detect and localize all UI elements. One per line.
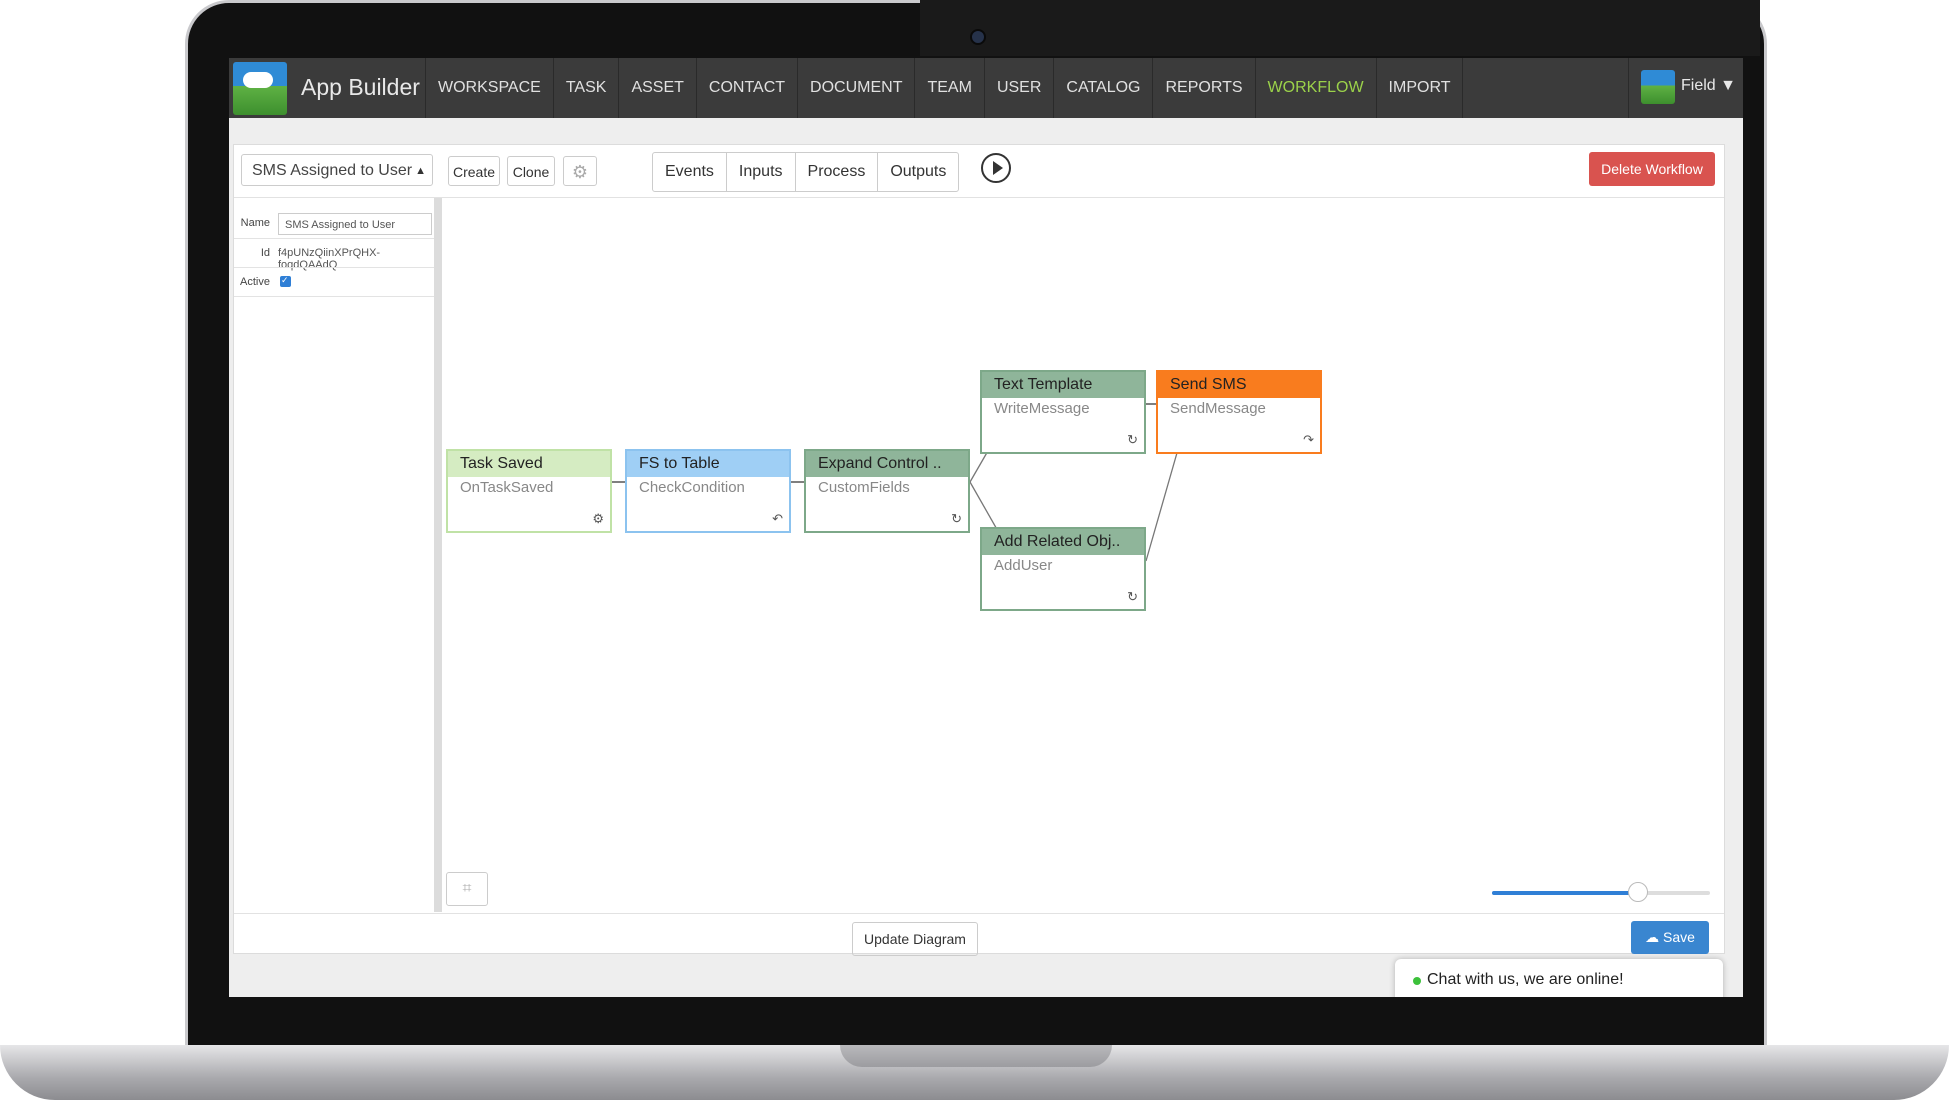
active-label: Active [240,276,270,288]
node-title: Text Template [982,372,1144,398]
node-fs-to-table[interactable]: FS to Table CheckCondition ↶ [625,449,791,533]
workflow-canvas[interactable]: Task Saved OnTaskSaved ⚙ FS to Table Che… [442,198,1723,912]
tab-outputs[interactable]: Outputs [890,163,947,180]
forward-icon: ↷ [1303,432,1314,447]
zoom-slider-handle[interactable] [1628,882,1649,902]
screen: App Builder WORKSPACE TASK ASSET CONTACT… [229,58,1743,997]
workflow-tabs: Events Inputs Process Outputs [652,152,960,192]
menu-item-import[interactable]: IMPORT [1375,58,1464,118]
reply-icon: ↶ [772,511,783,526]
app-brand[interactable]: App Builder [301,74,420,100]
node-title: Send SMS [1158,372,1320,398]
divider [234,296,434,297]
menu-item-task[interactable]: TASK [552,58,619,118]
menu-item-team[interactable]: TEAM [914,58,983,118]
tab-inputs[interactable]: Inputs [727,153,796,191]
properties-sidebar: Name SMS Assigned to User Id f4pUNzQiinX… [234,198,442,912]
online-status-dot [1413,977,1421,985]
workflow-toolbar: SMS Assigned to User ▲ Create Clone ⚙ Ev… [234,145,1724,198]
menu-item-catalog[interactable]: CATALOG [1053,58,1152,118]
chat-widget[interactable]: Chat with us, we are online! [1395,959,1723,997]
node-send-sms[interactable]: Send SMS SendMessage ↷ [1156,370,1322,454]
name-label: Name [240,217,270,229]
node-task-saved[interactable]: Task Saved OnTaskSaved ⚙ [446,449,612,533]
save-button[interactable]: ☁ Save [1631,921,1709,954]
chat-text: Chat with us, we are online! [1427,971,1624,988]
node-title: Expand Control .. [806,451,968,477]
play-icon[interactable] [981,153,1011,183]
panel-footer: Update Diagram ☁ Save [234,913,1724,956]
node-title: FS to Table [627,451,789,477]
tab-process[interactable]: Process [796,153,879,191]
user-avatar-icon [1641,70,1675,104]
camera [970,29,986,45]
menu-item-user[interactable]: USER [983,58,1053,118]
lid-top-band [920,0,1760,56]
id-label: Id [260,247,270,259]
main-menu: WORKSPACE TASK ASSET CONTACT DOCUMENT TE… [425,58,1464,118]
gear-icon: ⚙ [592,511,604,526]
delete-workflow-button[interactable]: Delete Workflow [1589,152,1715,186]
divider [234,238,434,239]
active-checkbox[interactable] [280,275,291,287]
refresh-icon: ↻ [1127,432,1138,447]
workflow-select[interactable]: SMS Assigned to User ▲ [241,154,433,186]
settings-gear-icon[interactable]: ⚙ [563,156,597,186]
menu-item-document[interactable]: DOCUMENT [797,58,914,118]
refresh-icon: ↻ [951,511,962,526]
node-subtitle: AddUser [994,557,1053,574]
user-menu[interactable]: Field ▼ [1628,58,1743,118]
menu-item-reports[interactable]: REPORTS [1152,58,1254,118]
update-diagram-button[interactable]: Update Diagram [852,922,978,956]
node-expand-control[interactable]: Expand Control .. CustomFields ↻ [804,449,970,533]
node-title: Add Related Obj.. [982,529,1144,555]
node-text-template[interactable]: Text Template WriteMessage ↻ [980,370,1146,454]
user-menu-label: Field ▼ [1681,77,1736,94]
laptop-base-lip [840,1045,1112,1067]
menu-item-asset[interactable]: ASSET [618,58,695,118]
node-subtitle: SendMessage [1170,400,1266,417]
menu-item-workflow[interactable]: WORKFLOW [1254,58,1376,118]
tab-events[interactable]: Events [653,153,727,191]
fit-screen-icon[interactable]: ⌗ [446,872,488,906]
node-subtitle: WriteMessage [994,400,1090,417]
clone-button[interactable]: Clone [507,156,555,186]
select-arrows-icon: ▲ [415,165,426,177]
id-value: f4pUNzQiinXPrQHX-foqdQAAdQ [278,247,381,271]
zoom-slider-fill [1492,891,1639,895]
divider [234,267,434,268]
node-subtitle: OnTaskSaved [460,479,554,496]
workflow-select-value: SMS Assigned to User [252,162,413,179]
node-add-related[interactable]: Add Related Obj.. AddUser ↻ [980,527,1146,611]
node-subtitle: CustomFields [818,479,910,496]
menu-item-workspace[interactable]: WORKSPACE [425,58,553,118]
menu-item-contact[interactable]: CONTACT [695,58,797,118]
zoom-slider[interactable] [1492,882,1710,902]
workflow-panel: SMS Assigned to User ▲ Create Clone ⚙ Ev… [233,144,1725,956]
app-logo-icon[interactable] [233,62,287,115]
node-subtitle: CheckCondition [639,479,745,496]
node-title: Task Saved [448,451,610,477]
cloud-upload-icon: ☁ [1645,929,1663,945]
top-nav: App Builder WORKSPACE TASK ASSET CONTACT… [229,58,1743,118]
create-button[interactable]: Create [448,156,500,186]
name-field[interactable]: SMS Assigned to User [278,213,432,235]
save-label: Save [1662,929,1695,945]
refresh-icon: ↻ [1127,589,1138,604]
